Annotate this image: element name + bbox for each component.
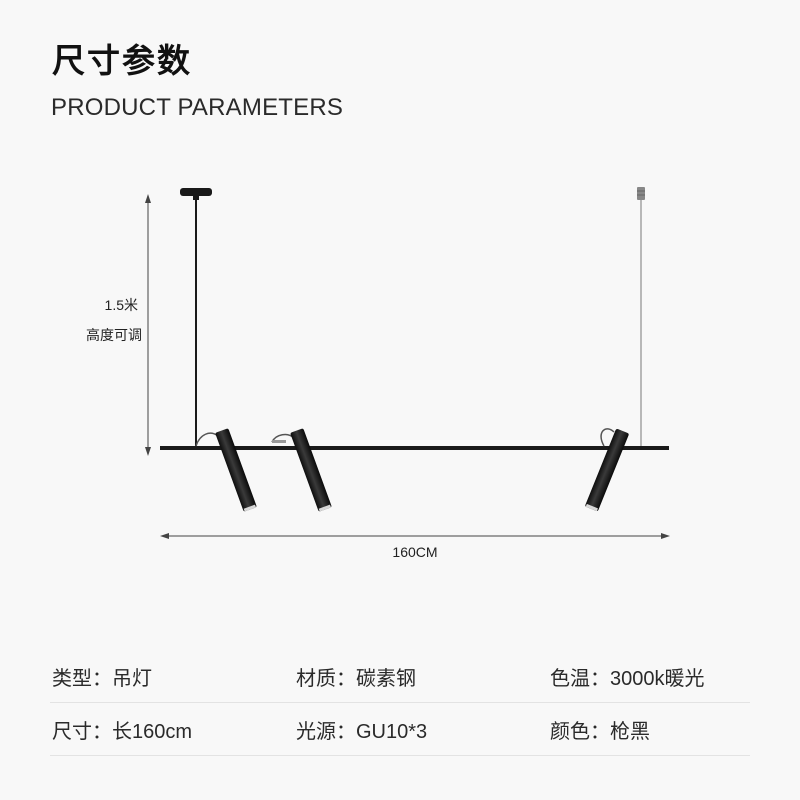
spec-value: 长160cm	[112, 721, 193, 743]
spec-label: 尺寸：	[52, 719, 112, 743]
spec-label: 光源：	[296, 719, 356, 743]
ceiling-canopy-right	[637, 187, 645, 200]
spec-value: GU10*3	[356, 721, 428, 743]
fixture-bar	[160, 446, 669, 450]
spec-table: 类型：吊灯 材质：碳素钢 色温：3000k暖光 尺寸：长160cm 光源：GU1…	[50, 650, 750, 756]
spec-color-temperature: 色温：3000k暖光	[550, 662, 705, 691]
spotlight-3	[585, 428, 629, 512]
page-title: 尺寸参数	[52, 41, 192, 80]
spec-label: 材质：	[296, 666, 356, 690]
spec-material: 材质：碳素钢	[296, 662, 416, 691]
spec-label: 类型：	[52, 666, 112, 690]
spec-label: 色温：	[550, 666, 610, 690]
spec-row: 尺寸：长160cm 光源：GU10*3 颜色：枪黑	[50, 703, 750, 756]
width-dimension-line	[160, 533, 670, 539]
height-dimension-line	[145, 194, 151, 456]
spotlight-1	[195, 428, 257, 512]
spec-value: 3000k暖光	[610, 668, 705, 690]
spec-value: 吊灯	[112, 666, 152, 690]
height-dimension-label: 1.5米	[104, 297, 138, 313]
height-adjustable-note: 高度可调	[86, 328, 142, 344]
page-subtitle: PRODUCT PARAMETERS	[51, 94, 344, 121]
spec-value: 碳素钢	[356, 666, 416, 690]
spec-finish-color: 颜色：枪黑	[550, 715, 650, 744]
ceiling-canopy-left	[180, 188, 212, 200]
spec-row: 类型：吊灯 材质：碳素钢 色温：3000k暖光	[50, 650, 750, 703]
spotlight-2	[271, 428, 332, 512]
spec-size: 尺寸：长160cm	[52, 715, 192, 744]
spec-type: 类型：吊灯	[52, 662, 152, 691]
spec-value: 枪黑	[610, 719, 650, 743]
spec-light-source: 光源：GU10*3	[296, 715, 427, 744]
spec-label: 颜色：	[550, 719, 610, 743]
width-dimension-label: 160CM	[392, 544, 438, 560]
